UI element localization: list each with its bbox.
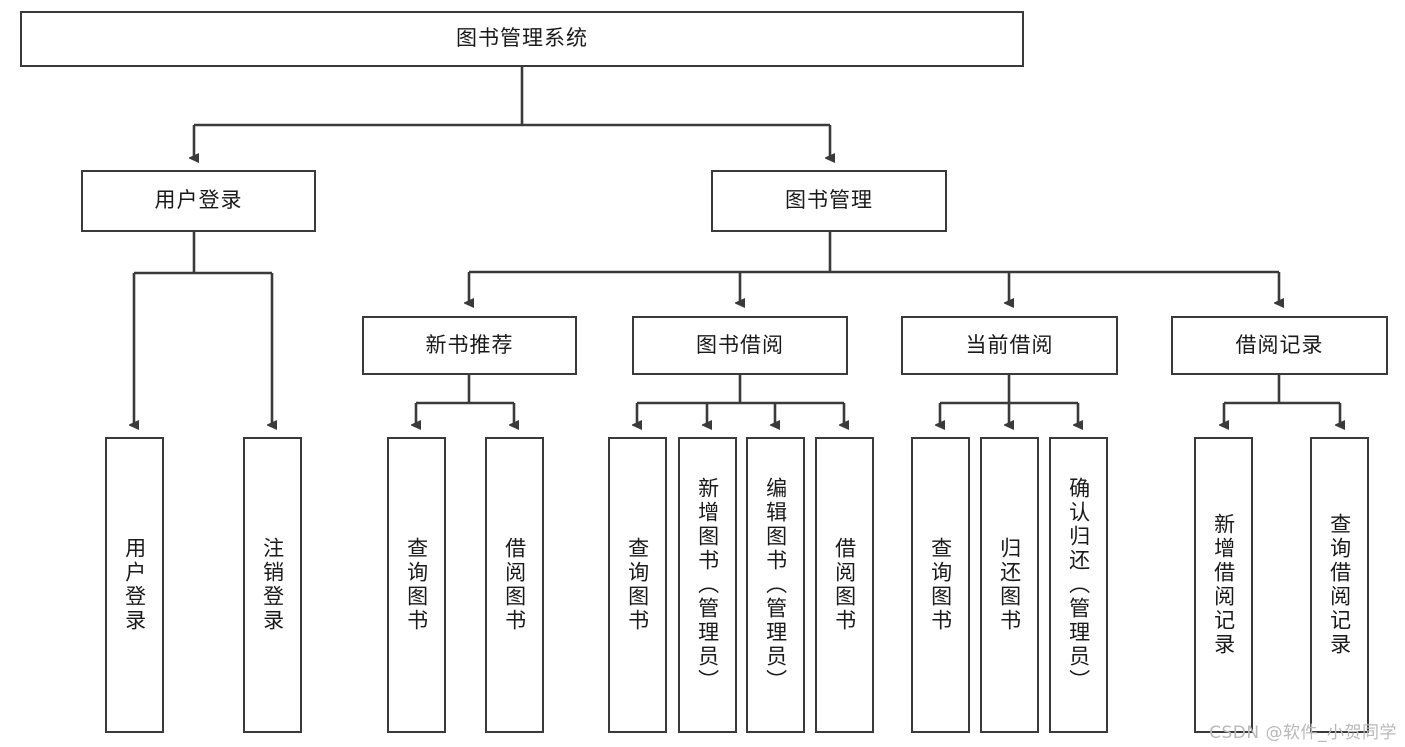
leaf-query-book-current[interactable]: 查询图书 <box>911 437 970 733</box>
leaf-borrow-book-new[interactable]: 借阅图书 <box>485 437 544 733</box>
node-label: 用户登录 <box>122 537 147 633</box>
watermark-csdn: CSDN @软件_小贺同学 <box>1209 723 1397 743</box>
leaf-query-borrow-record[interactable]: 查询借阅记录 <box>1310 437 1369 733</box>
leaf-confirm-return-admin[interactable]: 确认归还（管理员） <box>1049 437 1108 733</box>
node-new-book-recommend[interactable]: 新书推荐 <box>362 316 577 375</box>
leaf-logout[interactable]: 注销登录 <box>243 437 302 733</box>
node-user-login[interactable]: 用户登录 <box>81 170 316 232</box>
node-label: 图书借阅 <box>696 332 784 357</box>
node-label: 借阅记录 <box>1235 332 1324 357</box>
leaf-borrow-book[interactable]: 借阅图书 <box>815 437 874 733</box>
node-label: 归还图书 <box>997 537 1022 633</box>
node-label: 查询图书 <box>625 537 650 633</box>
node-root-system[interactable]: 图书管理系统 <box>20 11 1024 67</box>
node-label: 查询图书 <box>404 537 429 633</box>
node-borrow-record[interactable]: 借阅记录 <box>1171 316 1388 375</box>
leaf-add-book-admin[interactable]: 新增图书（管理员） <box>678 437 737 733</box>
node-label: 借阅图书 <box>832 537 857 633</box>
leaf-return-book[interactable]: 归还图书 <box>980 437 1039 733</box>
node-label: 图书管理系统 <box>456 26 588 51</box>
leaf-query-book-new[interactable]: 查询图书 <box>387 437 446 733</box>
node-label: 新增图书（管理员） <box>695 477 720 693</box>
leaf-user-login[interactable]: 用户登录 <box>105 437 164 733</box>
node-label: 编辑图书（管理员） <box>763 477 788 693</box>
node-label: 查询图书 <box>928 537 953 633</box>
node-book-management[interactable]: 图书管理 <box>711 170 947 232</box>
node-label: 图书管理 <box>785 188 873 213</box>
node-label: 当前借阅 <box>965 332 1054 357</box>
node-label: 用户登录 <box>154 188 243 213</box>
node-label: 确认归还（管理员） <box>1066 477 1091 693</box>
node-current-borrow[interactable]: 当前借阅 <box>901 316 1118 375</box>
node-book-borrow[interactable]: 图书借阅 <box>632 316 848 375</box>
node-label: 查询借阅记录 <box>1327 513 1352 657</box>
leaf-add-borrow-record[interactable]: 新增借阅记录 <box>1194 437 1253 733</box>
node-label: 新增借阅记录 <box>1211 513 1236 657</box>
leaf-edit-book-admin[interactable]: 编辑图书（管理员） <box>746 437 805 733</box>
node-label: 借阅图书 <box>502 537 527 633</box>
leaf-query-book-borrow[interactable]: 查询图书 <box>608 437 667 733</box>
node-label: 注销登录 <box>260 537 285 633</box>
node-label: 新书推荐 <box>425 332 514 357</box>
